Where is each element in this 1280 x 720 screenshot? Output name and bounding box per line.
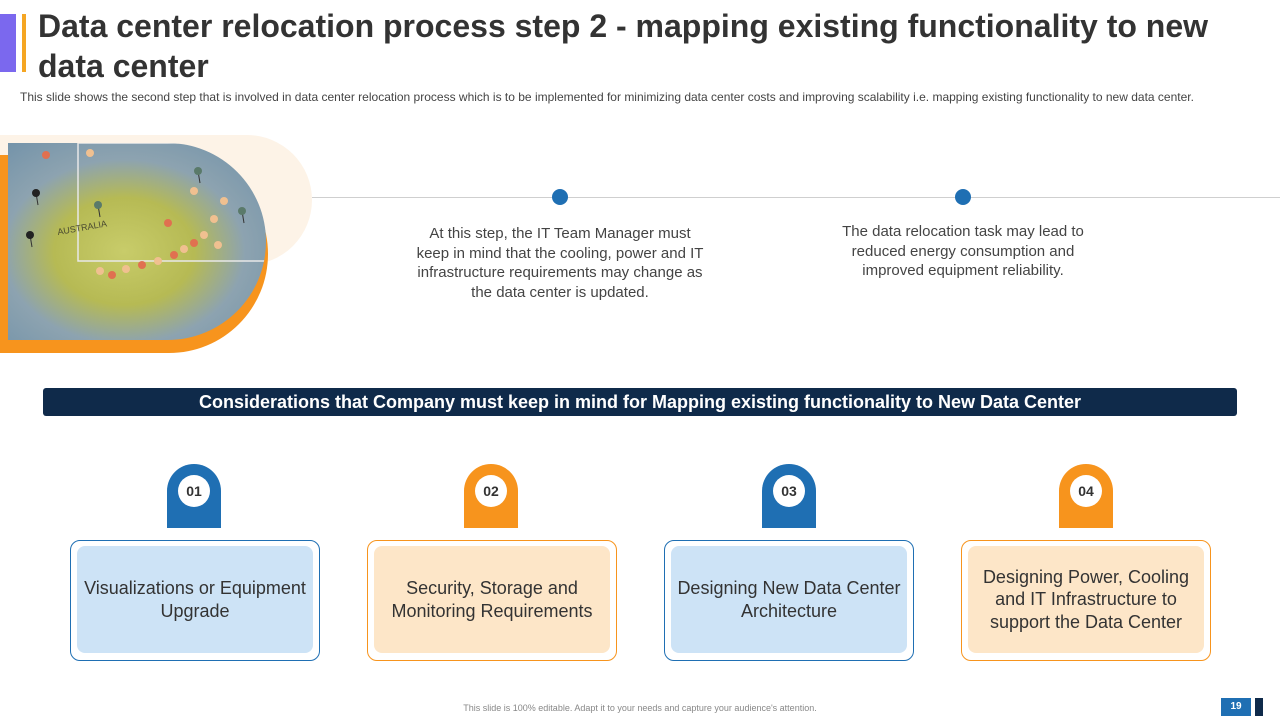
- step-number-tab: 02: [464, 464, 518, 528]
- step-number: 03: [773, 475, 805, 507]
- title-accent-line: [22, 14, 26, 72]
- timeline-text-1: At this step, the IT Team Manager must k…: [416, 225, 704, 301]
- step-number: 02: [475, 475, 507, 507]
- step-label: Designing New Data Center Architecture: [671, 546, 907, 653]
- step-card-1: Visualizations or Equipment Upgrade: [70, 540, 320, 661]
- map-photo: AUSTRALIA: [8, 143, 266, 340]
- step-card-4: Designing Power, Cooling and IT Infrastr…: [961, 540, 1211, 661]
- step-label: Designing Power, Cooling and IT Infrastr…: [968, 546, 1204, 653]
- step-card-2: Security, Storage and Monitoring Require…: [367, 540, 617, 661]
- step-label: Security, Storage and Monitoring Require…: [374, 546, 610, 653]
- map-image-group: AUSTRALIA: [0, 135, 320, 355]
- title-accent-block: [0, 14, 16, 72]
- step-number: 01: [178, 475, 210, 507]
- map-country-label: AUSTRALIA: [57, 218, 108, 237]
- slide-subtitle: This slide shows the second step that is…: [20, 90, 1194, 104]
- map-pins: [26, 149, 246, 279]
- considerations-banner: Considerations that Company must keep in…: [43, 388, 1237, 416]
- map-pins-illustration: AUSTRALIA: [26, 143, 266, 279]
- step-number-tab: 03: [762, 464, 816, 528]
- timeline-line: [312, 197, 1280, 198]
- footer-note: This slide is 100% editable. Adapt it to…: [463, 703, 817, 713]
- timeline-text-2: The data relocation task may lead to red…: [842, 223, 1084, 279]
- step-number-tab: 04: [1059, 464, 1113, 528]
- page-number: 19: [1221, 698, 1251, 716]
- timeline-dot-2: [955, 189, 971, 205]
- page-number-accent: [1255, 698, 1263, 716]
- step-number: 04: [1070, 475, 1102, 507]
- step-label: Visualizations or Equipment Upgrade: [77, 546, 313, 653]
- step-number-tab: 01: [167, 464, 221, 528]
- slide-title: Data center relocation process step 2 - …: [38, 8, 1209, 84]
- timeline-dot-1: [552, 189, 568, 205]
- step-card-3: Designing New Data Center Architecture: [664, 540, 914, 661]
